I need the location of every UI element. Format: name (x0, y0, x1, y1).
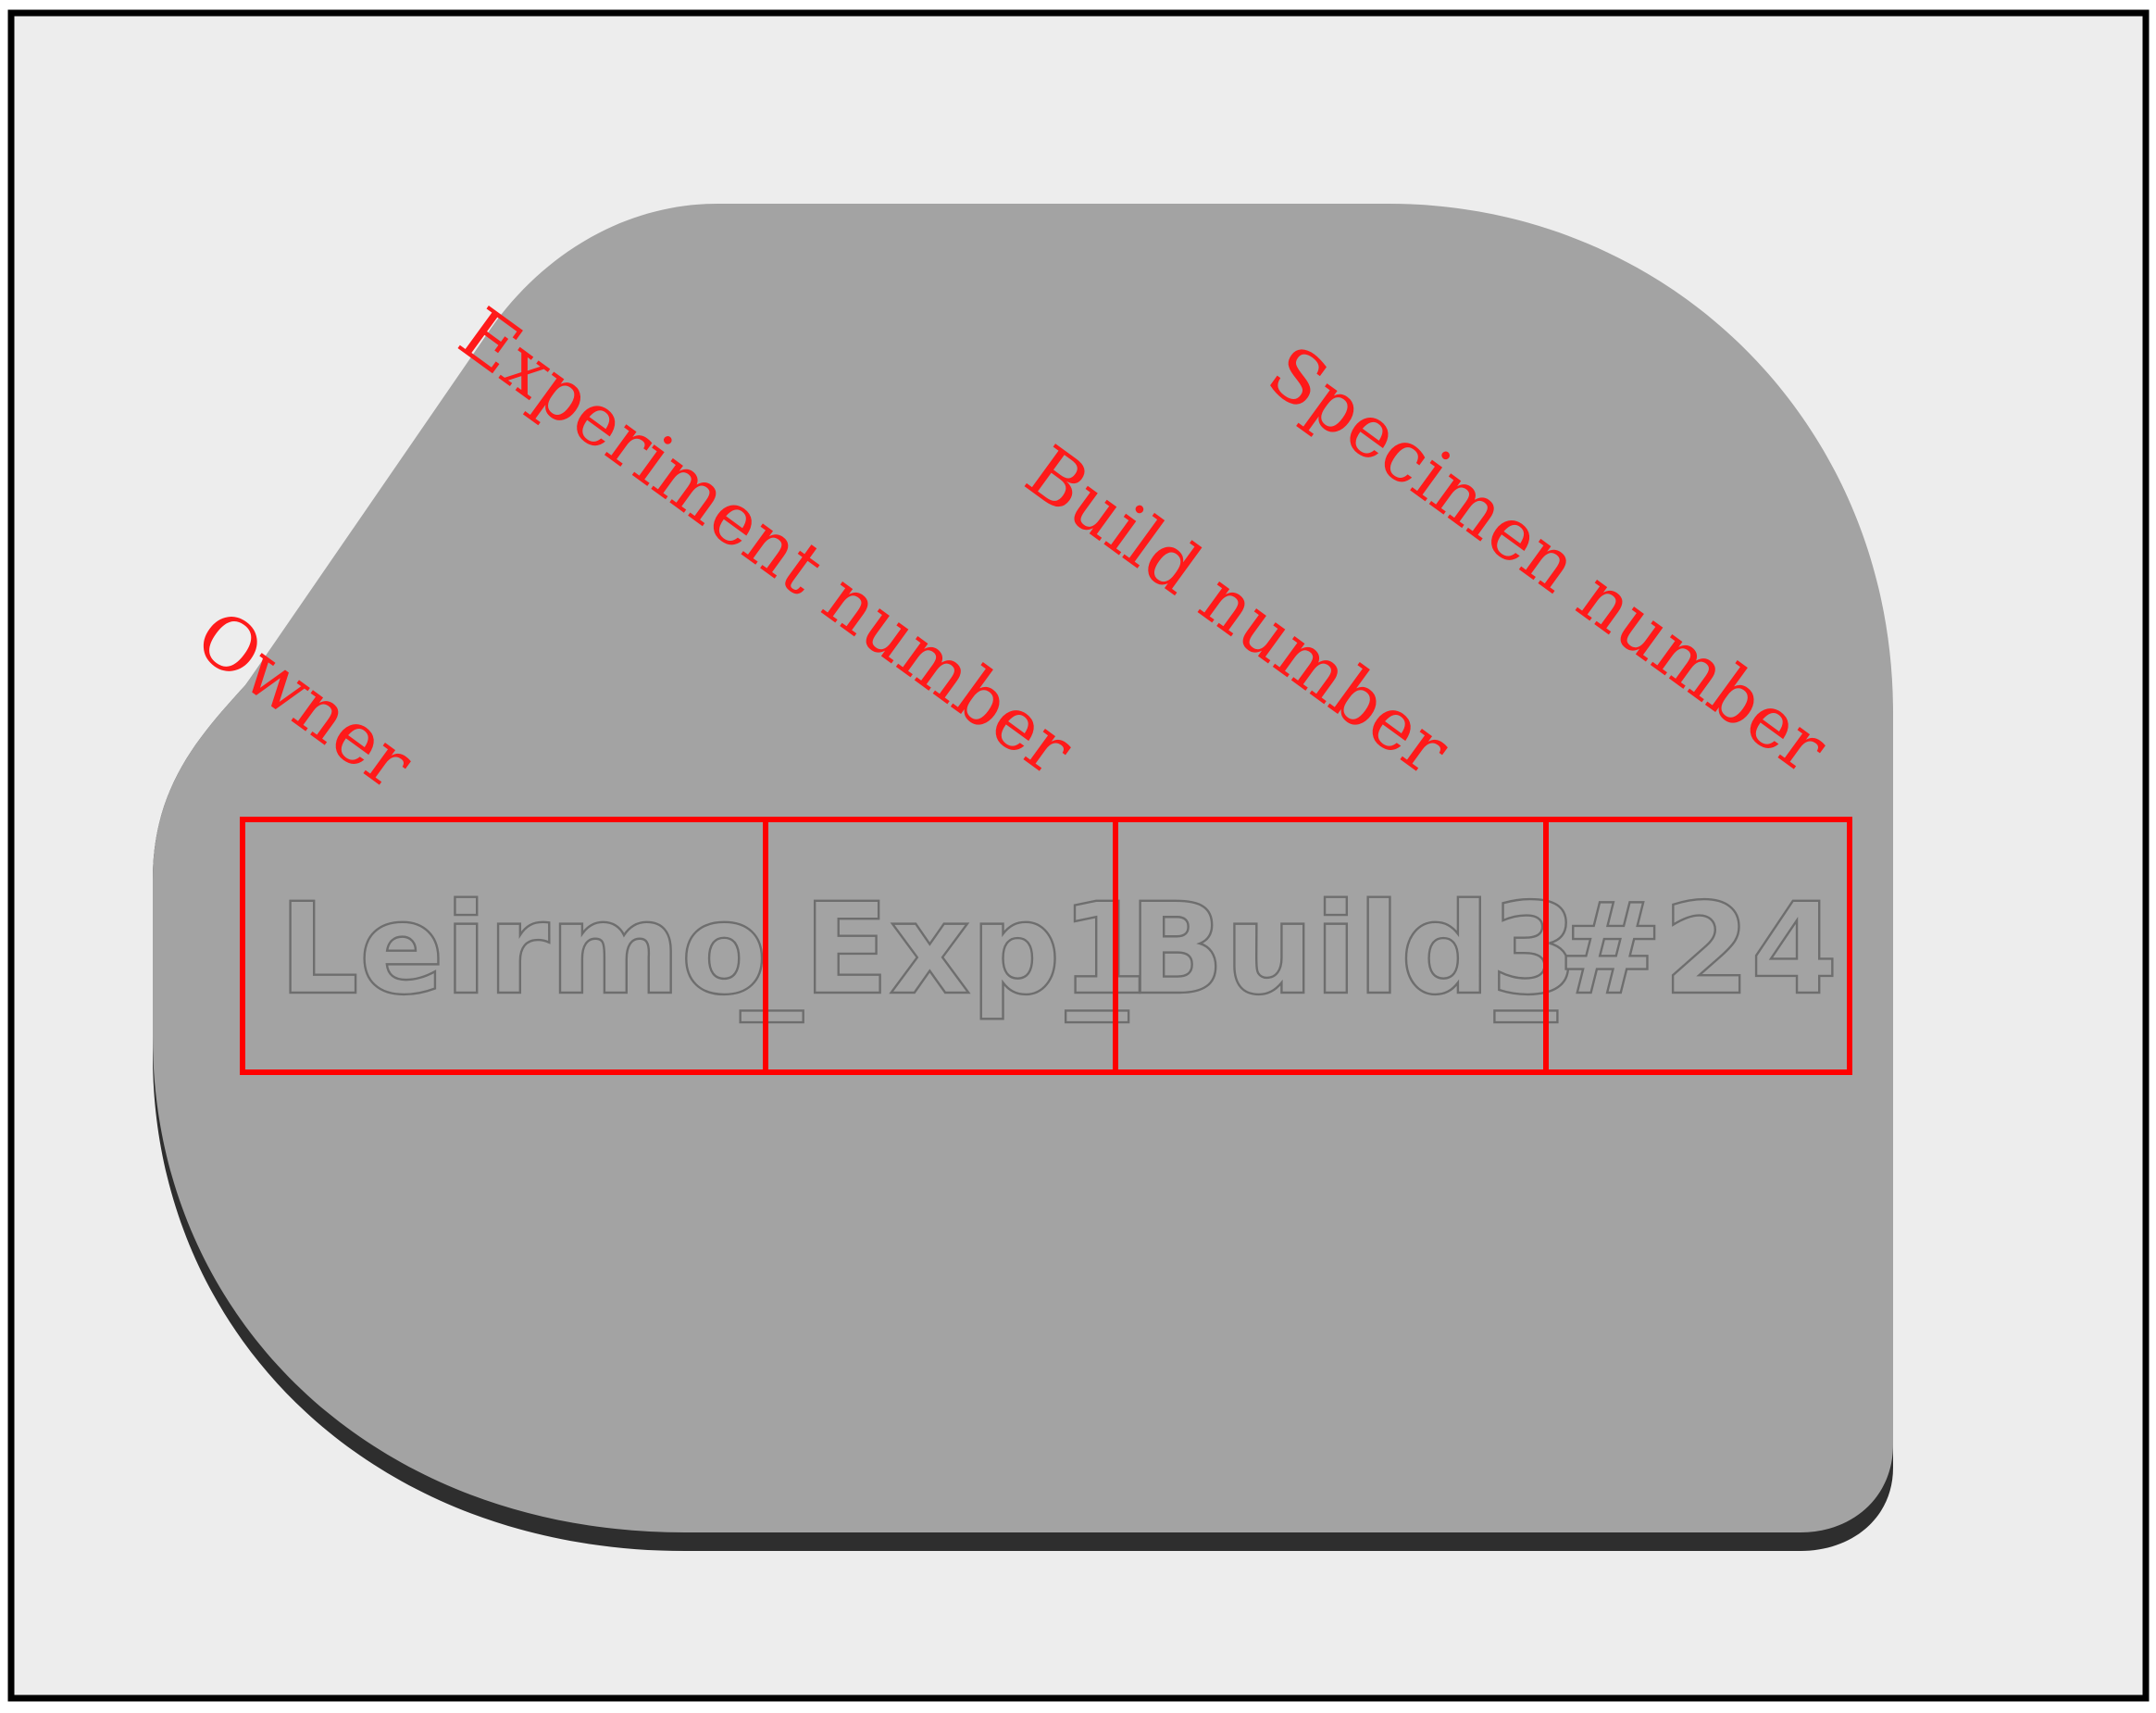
engraving-owner: Leirmo (279, 877, 767, 1023)
engraving-build: _Build3 (1066, 877, 1578, 1023)
engraving-specimen: _#24 (1494, 877, 1838, 1023)
specimen-box (1543, 817, 1852, 1075)
field-boxes (240, 817, 1852, 1075)
specimen-plate (153, 204, 1893, 1532)
engraving-experiment: _Exp1 (741, 877, 1149, 1023)
